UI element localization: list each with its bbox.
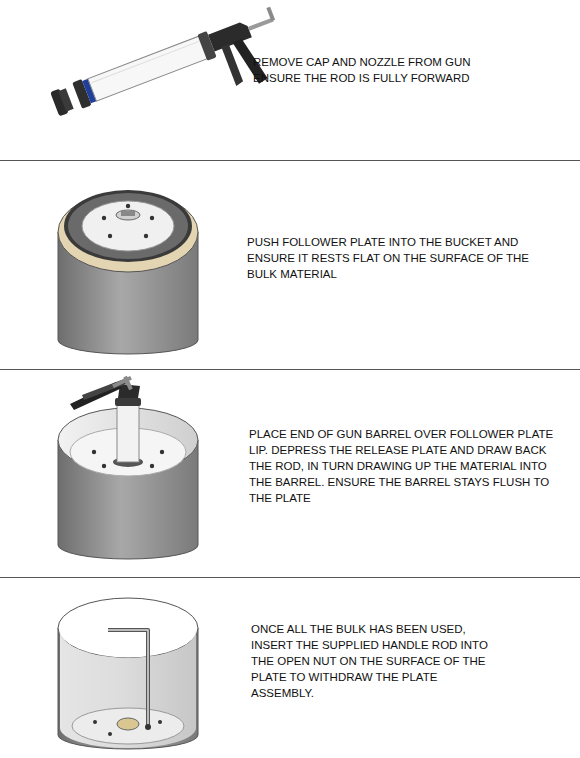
instruction-text: REMOVE CAP AND NOZZLE FROM GUN ENSURE TH… <box>253 54 505 86</box>
separator-lines <box>0 161 580 578</box>
instruction-text: PUSH FOLLOWER PLATE INTO THE BUCKET AND … <box>247 234 552 282</box>
bucket-with-plate <box>58 190 198 354</box>
bucket-empty-with-handle <box>58 598 198 749</box>
instruction-text: PLACE END OF GUN BARREL OVER FOLLOWER PL… <box>249 426 563 506</box>
bucket-with-gun <box>58 376 198 559</box>
instruction-text: ONCE ALL THE BULK HAS BEEN USED, INSERT … <box>251 621 497 701</box>
